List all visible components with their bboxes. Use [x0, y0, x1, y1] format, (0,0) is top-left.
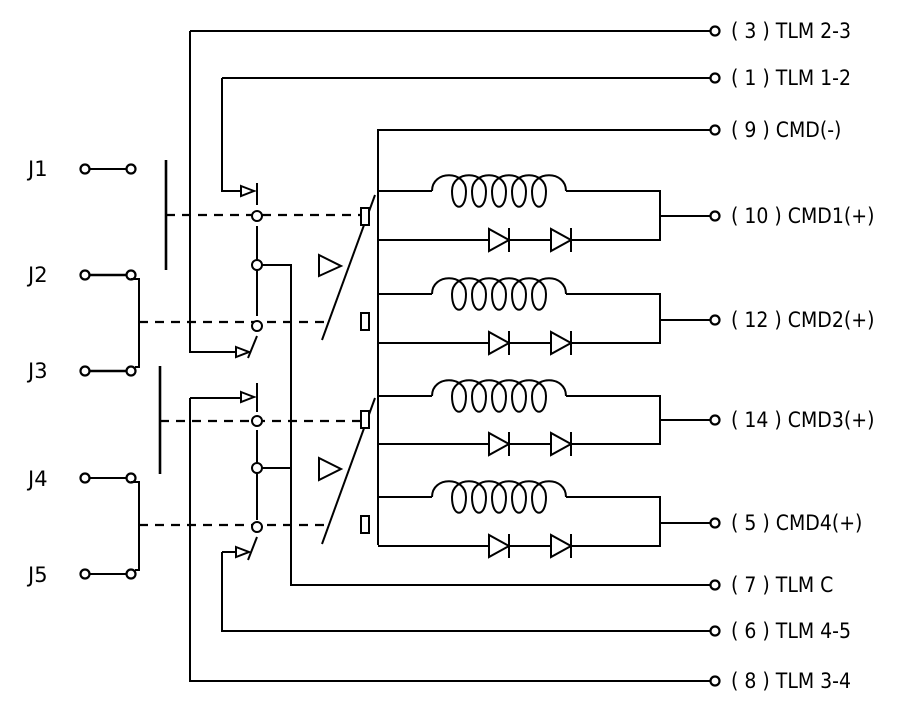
jumper-j1 — [79, 163, 137, 175]
switch-upper — [235, 183, 263, 359]
terminal-pin-12 — [709, 314, 721, 326]
wire-tlm-c — [257, 264, 711, 586]
coil-branch-3 — [378, 379, 661, 457]
terminal-pin-9 — [709, 124, 721, 136]
coil-branch-2 — [378, 277, 661, 356]
output-label-tlm-1-2: ( 1 ) TLM 1-2 — [731, 66, 851, 90]
output-label-cmd3: ( 14 ) CMD3(+) — [731, 408, 874, 432]
wire-cmd-minus — [377, 129, 711, 545]
output-label-tlm-2-3: ( 3 ) TLM 2-3 — [731, 19, 851, 43]
svg-text:( 3 ) TLM 2-3: ( 3 ) TLM 2-3 — [731, 19, 851, 43]
svg-text:( 10 ) CMD1(+): ( 10 ) CMD1(+) — [731, 204, 874, 228]
terminal-pin-10 — [709, 210, 721, 222]
svg-text:( 6 ) TLM 4-5: ( 6 ) TLM 4-5 — [731, 619, 851, 643]
terminal-pin-1 — [709, 72, 721, 84]
svg-text:( 5 ) CMD4(+): ( 5 ) CMD4(+) — [731, 511, 862, 535]
armature-4 — [360, 515, 370, 534]
terminal-pin-3 — [709, 25, 721, 37]
output-label-cmd4: ( 5 ) CMD4(+) — [731, 511, 862, 535]
switch-lower — [235, 383, 263, 561]
svg-text:( 1 ) TLM 1-2: ( 1 ) TLM 1-2 — [731, 66, 851, 90]
terminal-pin-6 — [709, 625, 721, 637]
wire-tlm-4-5 — [221, 552, 711, 632]
jumper-label-j1: J1 — [26, 157, 48, 181]
terminal-pin-14 — [709, 414, 721, 426]
output-label-cmd1: ( 10 ) CMD1(+) — [731, 204, 874, 228]
svg-text:( 14 ) CMD3(+): ( 14 ) CMD3(+) — [731, 408, 874, 432]
armature-3 — [360, 410, 370, 429]
wire-tlm-3-4 — [189, 398, 711, 682]
terminal-pin-8 — [709, 675, 721, 687]
output-label-cmd2: ( 12 ) CMD2(+) — [731, 308, 874, 332]
armature-1 — [360, 207, 370, 226]
svg-text:( 7 ) TLM C: ( 7 ) TLM C — [731, 573, 833, 597]
jumper-j4 — [79, 472, 137, 484]
jumper-label-j2: J2 — [26, 263, 48, 287]
terminal-pin-7 — [709, 579, 721, 591]
output-label-tlm-c: ( 7 ) TLM C — [731, 573, 833, 597]
actuator-triangle-upper — [318, 253, 344, 278]
jumper-label-j3: J3 — [26, 359, 48, 383]
output-label-cmd-minus: ( 9 ) CMD(-) — [731, 118, 841, 142]
j2-j3-link — [131, 278, 140, 368]
jumper-j3 — [79, 365, 137, 377]
terminal-pin-5 — [709, 517, 721, 529]
jumper-label-j5: J5 — [26, 563, 48, 587]
jumper-j5 — [79, 568, 137, 580]
jumper-j2 — [79, 269, 137, 281]
armature-2 — [360, 312, 370, 331]
j4-j5-link — [131, 481, 140, 571]
svg-text:( 12 ) CMD2(+): ( 12 ) CMD2(+) — [731, 308, 874, 332]
coil-branch-4 — [378, 480, 661, 559]
jumper-label-j4: J4 — [26, 467, 48, 491]
wire-tlm-1-2 — [221, 78, 245, 192]
output-label-tlm-3-4: ( 8 ) TLM 3-4 — [731, 669, 851, 693]
wire-tlm-2-3 — [189, 31, 240, 353]
svg-text:( 8 ) TLM 3-4: ( 8 ) TLM 3-4 — [731, 669, 851, 693]
output-label-tlm-4-5: ( 6 ) TLM 4-5 — [731, 619, 851, 643]
coil-branch-1 — [378, 174, 661, 253]
actuator-triangle-lower — [318, 456, 344, 482]
svg-text:( 9 ) CMD(-): ( 9 ) CMD(-) — [731, 118, 841, 142]
